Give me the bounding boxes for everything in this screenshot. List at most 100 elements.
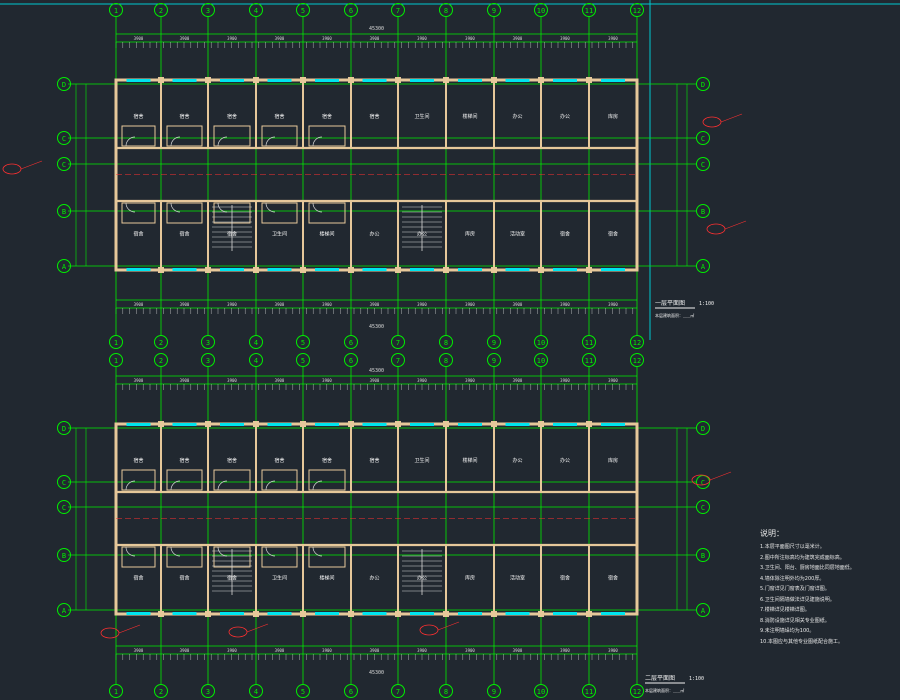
axis-bubble-label: 7 <box>396 357 400 365</box>
notes-title: 说明： <box>760 529 784 538</box>
axis-bubble-label: 10 <box>537 7 545 15</box>
axis-bubble-label: 2 <box>159 357 163 365</box>
room-label: 宿舍 <box>179 231 189 238</box>
window <box>267 612 292 615</box>
axis-bubble-label: C <box>62 504 66 512</box>
room-label: 活动室 <box>510 231 525 238</box>
note-line: 4.墙体除注明外均为200厚。 <box>760 575 825 582</box>
note-line: 5.门窗详见门窗表及门窗详图。 <box>760 586 830 592</box>
room-label: 宿舍 <box>227 575 237 582</box>
room-label: 宿舍 <box>560 575 570 582</box>
dimension-text: 3900 <box>417 378 427 383</box>
structural-column <box>395 611 401 617</box>
dimension-text: 3900 <box>275 648 285 653</box>
axis-bubble <box>696 77 710 91</box>
axis-bubble-label: 12 <box>633 7 641 15</box>
axis-bubble <box>109 684 123 698</box>
axis-bubble <box>249 335 263 349</box>
door-swing <box>312 546 323 557</box>
dimension-text: 3900 <box>370 36 380 41</box>
axis-bubble-label: 6 <box>349 7 353 15</box>
structural-column <box>300 421 306 427</box>
dimension-text: 3900 <box>227 378 237 383</box>
axis-bubble-label: 6 <box>349 339 353 347</box>
structural-column <box>586 611 592 617</box>
window <box>458 423 482 426</box>
window <box>362 268 387 271</box>
window <box>220 268 244 271</box>
axis-bubble-label: A <box>62 607 67 615</box>
door-swing <box>125 202 136 213</box>
dimension-text: 3900 <box>275 302 285 307</box>
room-label: 宿舍 <box>179 457 189 464</box>
structural-column <box>538 267 544 273</box>
dimension-text: 3900 <box>608 378 618 383</box>
axis-bubble <box>296 335 310 349</box>
room-label: 楼梯间 <box>462 457 477 464</box>
room-label: 楼梯间 <box>462 113 477 120</box>
axis-bubble <box>57 204 71 218</box>
structural-column <box>158 421 164 427</box>
structural-column <box>253 267 259 273</box>
dimension-text: 3900 <box>513 302 523 307</box>
window <box>553 79 577 82</box>
axis-bubble-label: 3 <box>206 357 210 365</box>
axis-bubble-label: D <box>62 425 66 433</box>
axis-bubble-label: C <box>701 161 705 169</box>
axis-bubble <box>154 3 168 17</box>
room-label: 办公 <box>512 457 522 464</box>
axis-bubble <box>57 548 71 562</box>
callout-leader <box>118 624 141 634</box>
window <box>172 612 197 615</box>
window <box>315 268 339 271</box>
bathroom-partition <box>308 125 346 147</box>
dimension-text: 3900 <box>417 648 427 653</box>
window <box>458 268 482 271</box>
bathroom-partition <box>121 546 156 568</box>
axis-bubble <box>57 131 71 145</box>
dimension-text: 3900 <box>608 36 618 41</box>
door-swing <box>125 480 136 491</box>
dimension-text: 3900 <box>227 302 237 307</box>
window <box>172 423 197 426</box>
room-label: 宿舍 <box>274 113 284 120</box>
axis-bubble-label: 4 <box>254 357 258 365</box>
axis-bubble <box>582 684 596 698</box>
dimension-text: 3900 <box>465 36 475 41</box>
bathroom-partition <box>261 546 298 568</box>
dimension-text: 3900 <box>370 378 380 383</box>
dimension-text: 3900 <box>180 648 190 653</box>
room-label: 库房 <box>608 457 618 464</box>
axis-bubble-label: C <box>62 479 66 487</box>
window <box>505 612 530 615</box>
axis-bubble-label: 2 <box>159 7 163 15</box>
window <box>553 268 577 271</box>
axis-bubble <box>109 335 123 349</box>
structural-column <box>205 611 211 617</box>
room-label: 宿舍 <box>322 113 332 120</box>
door-swing <box>125 136 136 147</box>
dimension-text: 3900 <box>513 648 523 653</box>
room-label: 卫生间 <box>414 113 429 120</box>
note-line: 10.本图应与其他专业图纸配合施工。 <box>760 638 843 645</box>
axis-bubble <box>696 131 710 145</box>
dimension-text: 3900 <box>134 36 144 41</box>
axis-bubble <box>487 3 501 17</box>
dimension-text: 3900 <box>465 378 475 383</box>
room-label: 宿舍 <box>369 113 379 120</box>
room-label: 宿舍 <box>133 575 143 582</box>
axis-bubble <box>630 684 644 698</box>
axis-bubble <box>630 3 644 17</box>
window <box>126 612 151 615</box>
room-label: 库房 <box>465 231 475 238</box>
axis-bubble <box>154 684 168 698</box>
axis-bubble-label: 10 <box>537 688 545 696</box>
dimension-text: 3900 <box>180 302 190 307</box>
axis-bubble-label: 11 <box>585 357 593 365</box>
structural-column <box>443 77 449 83</box>
structural-column <box>253 611 259 617</box>
room-label: 卫生间 <box>272 231 287 238</box>
axis-bubble <box>57 421 71 435</box>
